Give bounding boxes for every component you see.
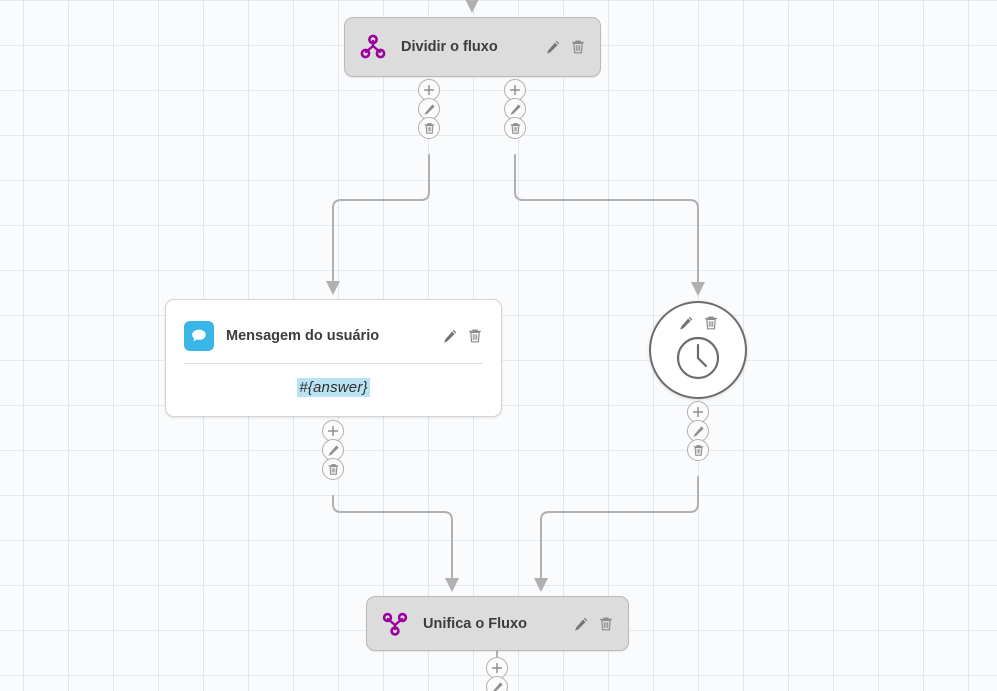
- edge-message-to-merge: [332, 495, 459, 592]
- add-node-button[interactable]: [504, 79, 526, 101]
- trash-icon[interactable]: [467, 328, 483, 344]
- delete-connection-button[interactable]: [504, 117, 526, 139]
- delete-connection-button[interactable]: [322, 458, 344, 480]
- port-stack-merge[interactable]: [486, 657, 508, 691]
- split-flow-icon: [359, 33, 387, 61]
- edit-connection-button[interactable]: [322, 439, 344, 461]
- port-stack-timer[interactable]: [687, 401, 709, 461]
- trash-icon[interactable]: [570, 39, 586, 55]
- chat-bubble-icon: [184, 321, 214, 351]
- node-merge-flow-actions: [557, 616, 614, 632]
- node-split-flow-title: Dividir o fluxo: [401, 39, 498, 55]
- node-timer[interactable]: [649, 301, 747, 399]
- edge-split-left-to-message: [326, 154, 430, 295]
- merge-flow-icon: [381, 610, 409, 638]
- edit-connection-button[interactable]: [687, 420, 709, 442]
- pencil-icon[interactable]: [545, 39, 561, 55]
- clock-icon: [675, 335, 721, 381]
- node-user-message-actions: [442, 328, 483, 344]
- node-merge-flow-title: Unifica o Fluxo: [423, 615, 527, 632]
- node-user-message-body: #{answer}: [166, 364, 501, 416]
- edge-split-right-to-timer: [514, 154, 705, 296]
- port-stack-split-right[interactable]: [504, 79, 526, 139]
- pencil-icon[interactable]: [573, 616, 589, 632]
- node-user-message-header: Mensagem do usuário: [166, 300, 501, 356]
- port-stack-split-left[interactable]: [418, 79, 440, 139]
- variable-token[interactable]: #{answer}: [297, 377, 370, 397]
- pencil-icon[interactable]: [442, 328, 458, 344]
- card-divider: [184, 363, 483, 364]
- trash-icon[interactable]: [703, 315, 719, 331]
- delete-connection-button[interactable]: [687, 439, 709, 461]
- node-merge-flow[interactable]: Unifica o Fluxo: [366, 596, 629, 651]
- port-stack-message[interactable]: [322, 420, 344, 480]
- node-split-flow-actions: [529, 39, 586, 55]
- node-split-flow[interactable]: Dividir o fluxo: [344, 17, 601, 77]
- node-user-message-title: Mensagem do usuário: [226, 328, 380, 344]
- node-user-message[interactable]: Mensagem do usuário: [165, 299, 502, 417]
- delete-connection-button[interactable]: [418, 117, 440, 139]
- edit-connection-button[interactable]: [486, 676, 508, 691]
- trash-icon[interactable]: [598, 616, 614, 632]
- pencil-icon[interactable]: [678, 315, 694, 331]
- node-timer-actions: [678, 315, 719, 331]
- edge-timer-to-merge: [534, 476, 699, 592]
